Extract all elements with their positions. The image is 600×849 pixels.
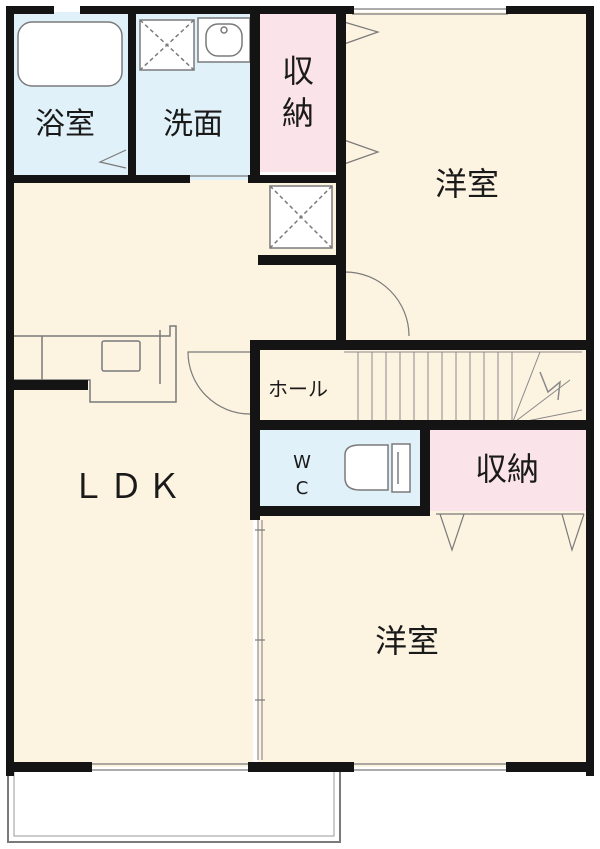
storage-top-label-line1: 収 (282, 52, 314, 90)
western-top-label: 洋室 (435, 165, 499, 203)
western-top-floor (341, 12, 587, 345)
storage-top-label-line2: 納 (282, 94, 314, 132)
ldk-label: ＬＤＫ (71, 467, 185, 507)
wc-label-w: W (293, 452, 311, 473)
ldk-floor (10, 180, 253, 767)
wc-label-c: C (296, 478, 309, 499)
western-bottom-floor (258, 511, 587, 767)
storage-mid-floor (424, 430, 587, 511)
door-arc-western-top (344, 271, 410, 337)
balcony (7, 770, 341, 843)
storage-top-floor (256, 12, 341, 172)
door-arc-hall (187, 351, 251, 415)
kitchen-counter (12, 325, 177, 403)
toilet (344, 443, 411, 493)
storage-mid-label: 収納 (475, 450, 539, 488)
fixtures (12, 17, 583, 493)
hall-floor (253, 345, 587, 430)
washroom-label: 洗面 (163, 107, 223, 142)
vent-box-hall (269, 185, 333, 249)
western-bottom-label: 洋室 (375, 622, 439, 660)
bath-label: 浴室 (35, 107, 95, 142)
room-labels: 浴室 洗面 収 納 洋室 ホール W C 収納 ＬＤＫ 洋室 (35, 52, 539, 660)
hall-label: ホール (268, 377, 328, 401)
wash-basin (197, 17, 251, 63)
walls (6, 6, 594, 776)
bathtub (17, 21, 123, 87)
vent-box-washroom (139, 19, 195, 71)
